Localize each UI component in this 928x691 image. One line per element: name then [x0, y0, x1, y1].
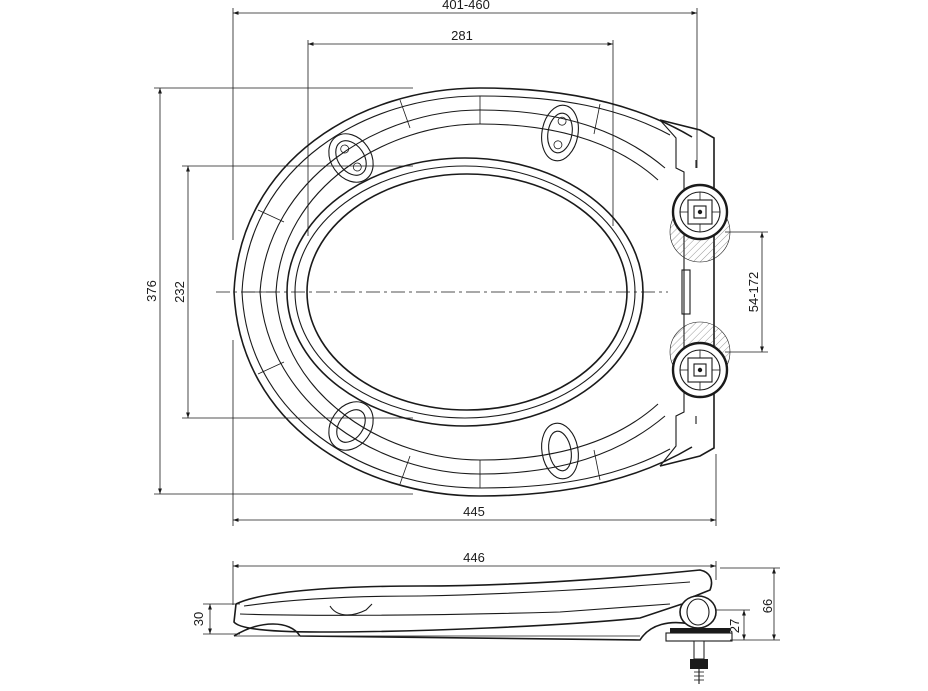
extension-lines — [154, 8, 768, 526]
dim-label-446: 446 — [463, 550, 485, 565]
dim-label-445: 445 — [463, 504, 485, 519]
dim-label-232: 232 — [172, 281, 187, 303]
hinge-cylinder — [679, 595, 717, 629]
lid-profile — [235, 569, 713, 605]
bumper-pad-bottom-right — [541, 422, 579, 480]
bumper-pad-top-left — [328, 133, 374, 183]
hinge-cylinder-inner — [686, 598, 710, 626]
dim-label-27: 27 — [727, 619, 742, 633]
bumper-pad-bottom-left — [328, 401, 374, 451]
hinge-bolt — [690, 640, 708, 684]
seat-top-line — [239, 603, 671, 616]
hinge-base-plate — [670, 628, 730, 633]
dim-label-376: 376 — [144, 280, 159, 302]
lid-inner-line — [243, 581, 691, 607]
dim-label-401-460: 401-460 — [442, 0, 490, 12]
seat-rim-profile — [233, 621, 691, 641]
seat-opening-outer-rim — [286, 157, 644, 427]
bumper-pad-top-right — [541, 104, 579, 162]
top-view: 401-460 281 376 232 54-172 445 — [144, 0, 768, 526]
dim-label-54-172: 54-172 — [746, 272, 761, 312]
side-view: 446 30 27 66 — [191, 550, 780, 684]
dim-label-30: 30 — [191, 612, 206, 626]
dimension-lines — [158, 11, 764, 522]
dim-label-66: 66 — [760, 599, 775, 613]
hinge-mount-top — [671, 183, 729, 241]
dim-label-281: 281 — [451, 28, 473, 43]
hinge-mount-bottom — [671, 341, 729, 399]
hinge-bar — [659, 119, 715, 467]
hinge-base-block — [665, 632, 733, 642]
side-bumper — [329, 603, 373, 616]
seat-profile — [233, 603, 683, 633]
